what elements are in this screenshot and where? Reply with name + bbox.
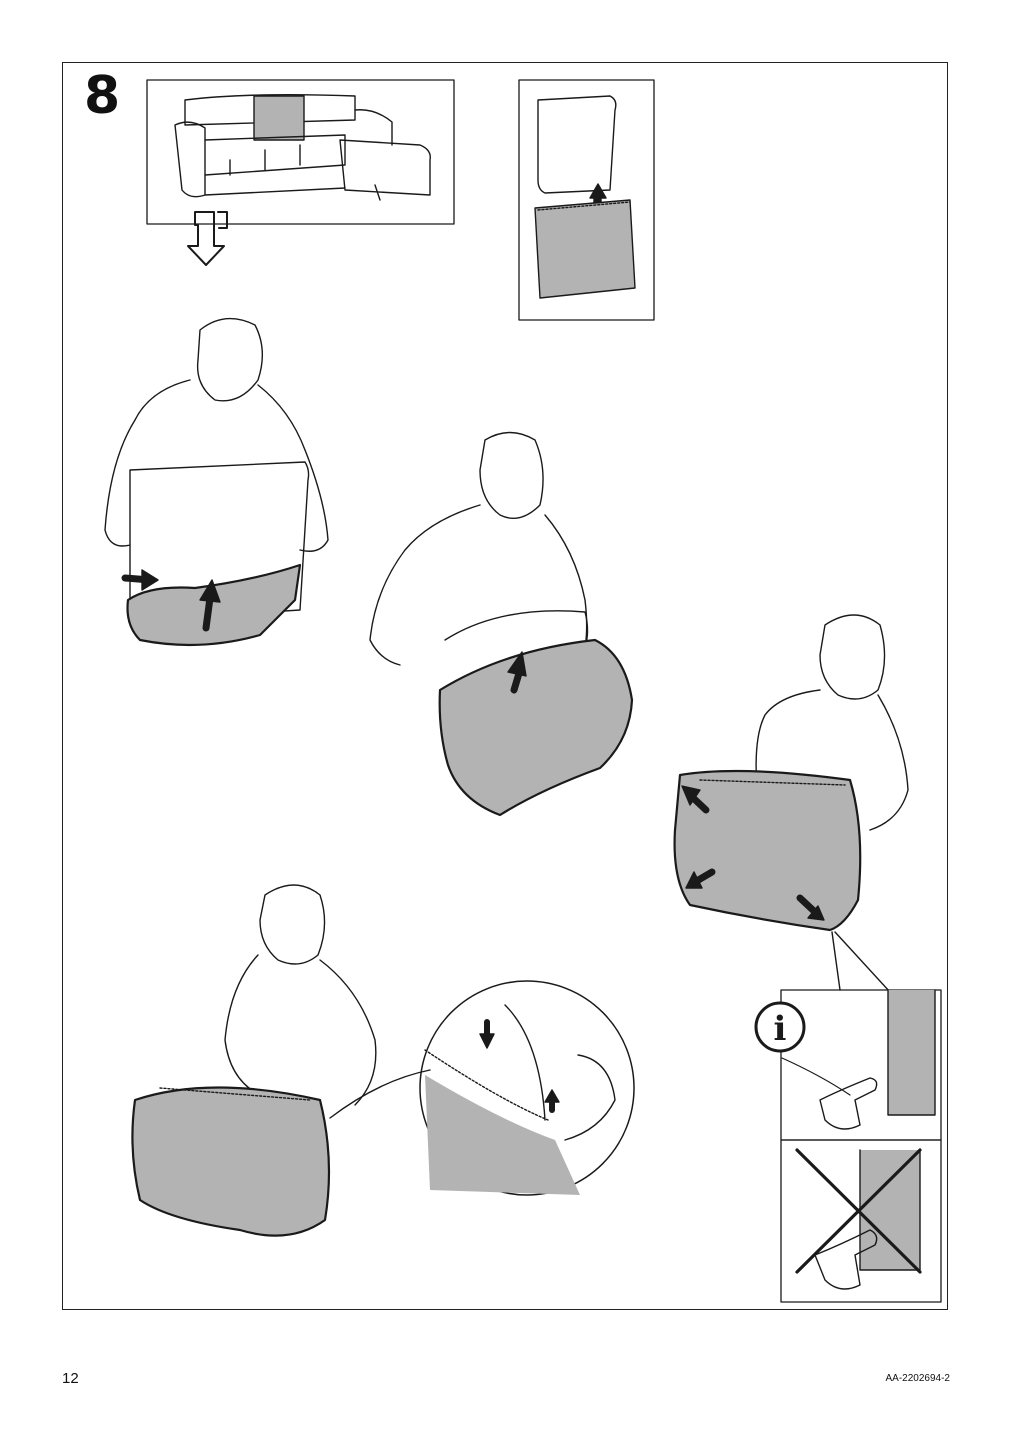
figure-person-3 (673, 614, 909, 993)
page-number: 12 (62, 1370, 79, 1387)
figure-person-1 (104, 317, 329, 647)
sofa-overview-inset (146, 79, 455, 225)
do-not-icon (795, 1148, 922, 1274)
svg-text:i: i (774, 1009, 787, 1049)
step-number: 8 (84, 66, 121, 126)
figure-person-4 (131, 884, 431, 1237)
info-icon (754, 1001, 806, 1053)
cushion-removal-inset (518, 79, 655, 321)
down-arrow-icon (187, 211, 228, 266)
info-panel (754, 989, 942, 1303)
instruction-frame (62, 62, 948, 1310)
figure-person-2 (369, 431, 634, 817)
zipper-detail-circle (419, 980, 635, 1196)
document-code: AA-2202694-2 (885, 1373, 951, 1384)
